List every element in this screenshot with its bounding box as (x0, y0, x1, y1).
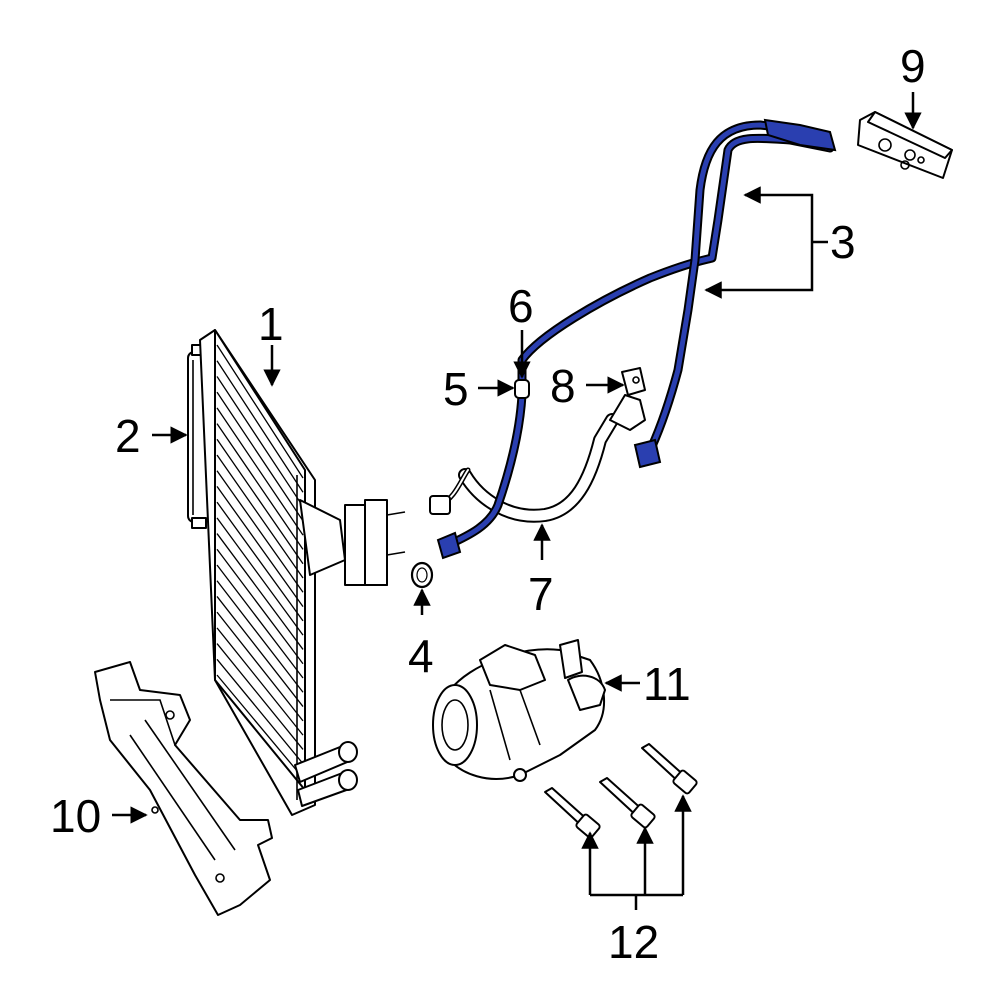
condenser-fin (216, 533, 304, 650)
callout-6: 6 (508, 280, 534, 332)
condenser-fin (216, 611, 304, 722)
callout-3: 3 (830, 216, 856, 268)
condenser-fin (216, 627, 304, 736)
callout-labels: 1 2 3 4 5 6 7 8 9 10 11 12 (50, 40, 926, 968)
condenser-fin (216, 376, 304, 507)
condenser-fin (216, 423, 304, 550)
condenser-fin (216, 360, 304, 493)
support-bracket (94, 661, 273, 916)
condenser-fin (216, 596, 304, 707)
callout-4: 4 (408, 630, 434, 682)
condenser-fin (216, 674, 304, 779)
suction-hose (429, 367, 646, 523)
leader-lines (112, 92, 922, 910)
callout-8: 8 (550, 360, 576, 412)
condenser-fin (216, 658, 304, 765)
condenser-fin (216, 580, 304, 693)
condenser-fin (216, 501, 304, 622)
callout-1: 1 (258, 298, 284, 350)
callout-7: 7 (528, 568, 554, 620)
bolt (599, 777, 656, 829)
condenser-fin (216, 391, 304, 522)
compressor-bolts (544, 743, 698, 839)
condenser-fin (216, 438, 304, 565)
callout-10: 10 (50, 790, 101, 842)
bolt (544, 787, 601, 839)
condenser-fin (216, 407, 304, 536)
condenser-fin (216, 470, 304, 593)
condenser-fin (216, 564, 304, 679)
callout-5: 5 (443, 363, 469, 415)
condenser (199, 329, 406, 816)
condenser-fin (216, 643, 304, 750)
expansion-valve (857, 111, 953, 179)
callout-12: 12 (608, 916, 659, 968)
condenser-fin (216, 548, 304, 665)
bolt (641, 743, 698, 795)
condenser-fin (216, 517, 304, 636)
condenser-fin (216, 486, 304, 607)
callout-11: 11 (643, 658, 691, 710)
o-ring (410, 561, 434, 589)
callout-9: 9 (900, 40, 926, 92)
condenser-fin (216, 454, 304, 579)
callout-2: 2 (115, 410, 141, 462)
condenser-fin (216, 344, 304, 479)
ac-lines-highlighted (436, 118, 837, 560)
compressor (432, 639, 606, 782)
